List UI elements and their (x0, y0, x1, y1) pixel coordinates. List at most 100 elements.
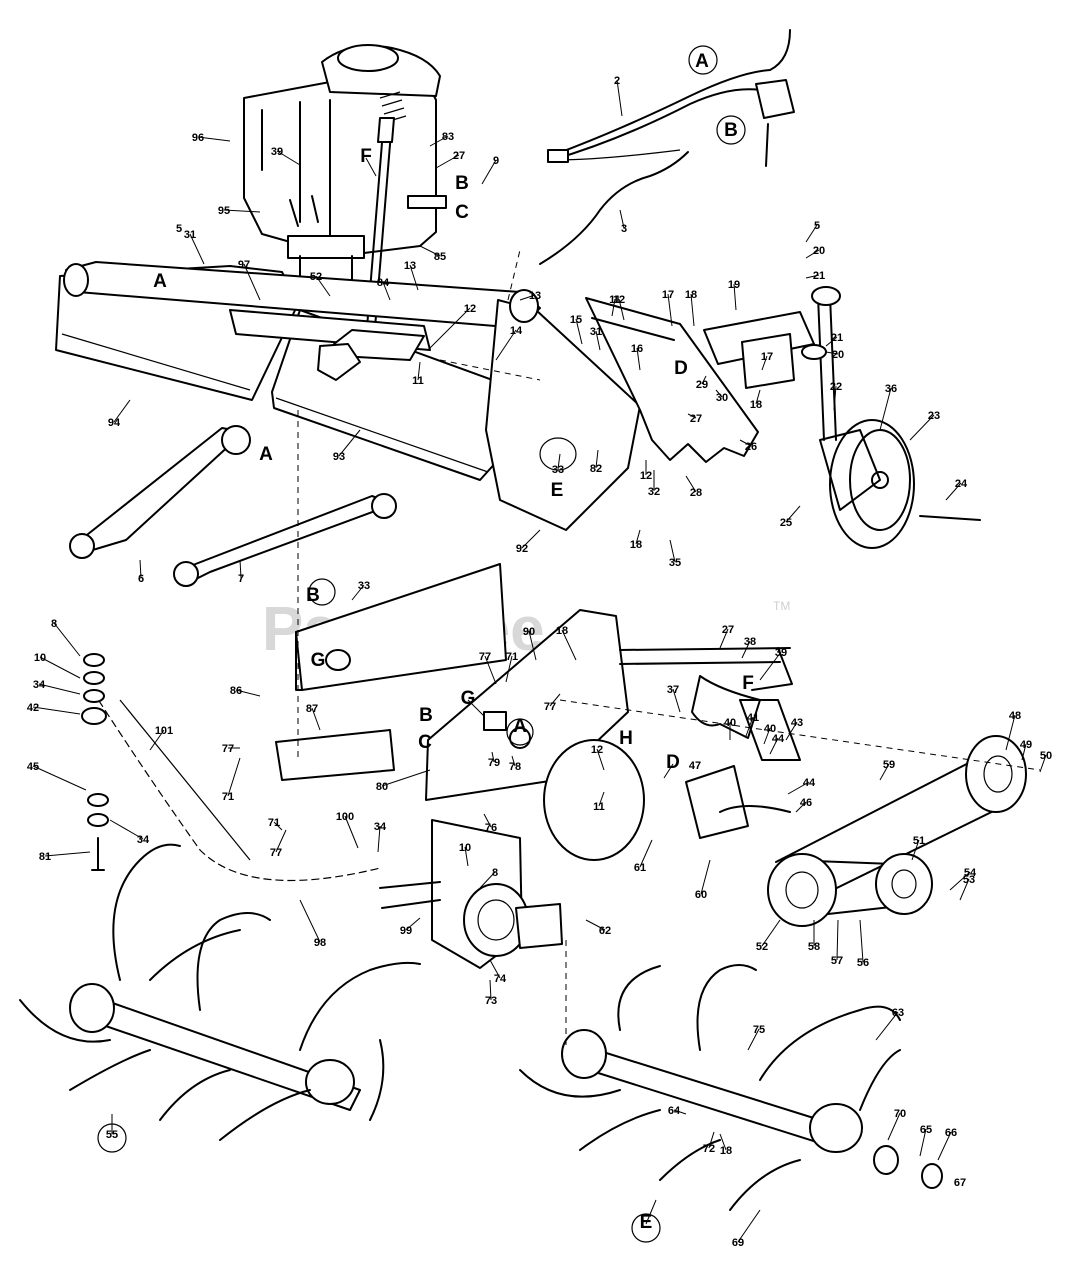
callout-15: 15 (570, 314, 582, 326)
callout-95: 95 (218, 205, 230, 217)
callout-21: 21 (813, 270, 825, 282)
hardware-stack (81, 653, 109, 871)
callout-69: 69 (732, 1237, 744, 1249)
callout-8: 8 (492, 867, 498, 879)
leader-line (479, 871, 496, 889)
leader-line (365, 157, 377, 177)
callout-23: 23 (928, 410, 940, 422)
callout-20: 20 (832, 349, 844, 361)
callout-60: 60 (695, 889, 707, 901)
cover-plate (275, 563, 507, 781)
leader-line (427, 307, 471, 351)
callout-12: 12 (613, 294, 625, 306)
callout-79: 79 (488, 757, 500, 769)
callout-38: 38 (744, 636, 756, 648)
callout-a: A (695, 51, 709, 72)
callout-77: 77 (270, 847, 282, 859)
depth-stake (585, 297, 759, 463)
leader-line (557, 453, 561, 470)
leader-line (299, 899, 321, 943)
callout-9: 9 (493, 155, 499, 167)
leader-line (825, 336, 838, 347)
callout-76: 76 (485, 822, 497, 834)
callout-46: 46 (800, 797, 812, 809)
callout-7: 7 (238, 573, 244, 585)
transmission-housing (379, 609, 645, 969)
callout-30: 30 (716, 392, 728, 404)
callout-81: 81 (39, 851, 51, 863)
leader-line (32, 706, 81, 715)
callout-a: A (259, 444, 273, 465)
leader-line (945, 482, 962, 501)
leader-line (39, 656, 81, 679)
frame-tube (63, 261, 641, 531)
callout-12: 12 (591, 744, 603, 756)
leader-line (761, 919, 781, 947)
callout-24: 24 (955, 478, 968, 490)
callout-67: 67 (954, 1177, 966, 1189)
leader-line (669, 539, 676, 563)
callout-18: 18 (685, 289, 697, 301)
wheel-assembly (703, 286, 981, 549)
callout-17: 17 (662, 289, 674, 301)
callout-87: 87 (306, 703, 318, 715)
callout-34: 34 (137, 834, 150, 846)
leader-line (741, 640, 751, 659)
leader-line (44, 851, 91, 857)
callout-27: 27 (722, 624, 734, 636)
leader-line (489, 959, 501, 979)
leader-line (937, 1131, 952, 1161)
callout-57: 57 (831, 955, 843, 967)
callout-f: F (742, 673, 754, 694)
leader-line (836, 919, 839, 961)
callout-63: 63 (892, 1007, 904, 1019)
callout-33: 33 (358, 580, 370, 592)
leader-line (595, 330, 601, 351)
callout-a: A (513, 716, 527, 737)
callout-65: 65 (920, 1124, 932, 1136)
callout-11: 11 (412, 375, 424, 387)
left-tine-assembly (19, 843, 421, 1141)
leader-line (909, 414, 935, 441)
leader-line (667, 293, 673, 327)
callout-31: 31 (184, 229, 196, 241)
callout-44: 44 (772, 733, 785, 745)
leader-line (596, 748, 605, 771)
callout-98: 98 (314, 937, 326, 949)
callout-29: 29 (696, 379, 708, 391)
callout-53: 53 (963, 874, 975, 886)
leader-line (489, 979, 492, 1001)
leader-line (919, 1128, 927, 1157)
callout-47: 47 (689, 760, 701, 772)
callout-12: 12 (464, 303, 476, 315)
leader-line (417, 361, 421, 381)
leader-line (769, 737, 779, 755)
callout-48: 48 (1009, 710, 1021, 722)
leader-line (755, 389, 761, 405)
callout-34: 34 (374, 821, 387, 833)
leader-line (419, 245, 441, 257)
callout-93: 93 (333, 451, 345, 463)
callout-18: 18 (750, 399, 762, 411)
leader-line (495, 329, 517, 361)
callout-50: 50 (1040, 750, 1052, 762)
callout-37: 37 (667, 684, 679, 696)
leader-line (243, 263, 261, 301)
leader-line (235, 689, 261, 697)
callout-a: A (153, 271, 167, 292)
callout-12: 12 (640, 470, 652, 482)
leader-line (276, 150, 301, 166)
callout-10: 10 (34, 652, 46, 664)
callout-19: 19 (728, 279, 740, 291)
leader-line (315, 275, 331, 297)
callout-58: 58 (808, 941, 820, 953)
leader-line (715, 389, 723, 398)
leader-line (673, 1109, 687, 1115)
callout-71: 71 (222, 791, 234, 803)
callout-49: 49 (1020, 739, 1032, 751)
callout-90: 90 (523, 626, 535, 638)
callout-b: B (419, 705, 433, 726)
leader-line (1021, 743, 1027, 761)
callout-17: 17 (761, 351, 773, 363)
